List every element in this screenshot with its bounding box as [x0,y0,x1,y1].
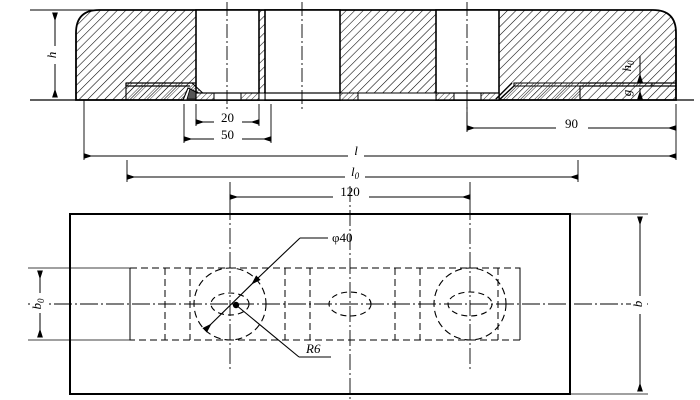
annotation-hole-diameter: φ40 [202,230,353,333]
dimension-label-l: l [354,143,358,158]
dimension-label-l0: l0 [351,164,360,181]
dimension-l0-inner-length: l0 [126,160,579,182]
dimension-l-overall-length: l [83,100,677,160]
dimension-label-g: g [619,89,634,96]
dimension-20: 20 [195,104,260,126]
right-hole-group [433,267,507,341]
plan-view: φ40 R6 b0 b [28,186,648,400]
annotation-label-diameter: φ40 [332,230,353,245]
dimension-b-overall-width: b [570,213,648,395]
dimension-b0-inner-width: b0 [29,270,48,338]
center-hole-group [328,291,372,317]
dimension-label-h: h [44,52,59,59]
dimension-h0-plate-thickness: h0 [619,56,676,87]
annotation-fillet-radius: R6 [232,301,331,358]
dimension-label-50: 50 [221,127,234,142]
dimension-stack-between-views: l l0 120 [83,100,677,204]
dimension-g-bottom-gap: g [619,88,676,101]
dimension-label-b: b [630,300,645,307]
dimension-label-90: 90 [565,116,578,131]
dimension-h-overall-height: h [44,12,60,98]
dimension-50: 50 [183,104,272,143]
dimension-label-b0: b0 [29,298,46,310]
annotation-label-radius: R6 [305,341,321,356]
sectional-elevation-view: h h0 g 20 50 [30,2,694,143]
dimension-label-h0: h0 [619,60,636,72]
dimension-90: 90 [466,104,677,132]
left-recess-cavity [196,10,259,100]
center-recess-cavity [265,10,340,100]
right-recess-cavity [436,10,499,100]
dimension-label-20: 20 [221,110,234,125]
